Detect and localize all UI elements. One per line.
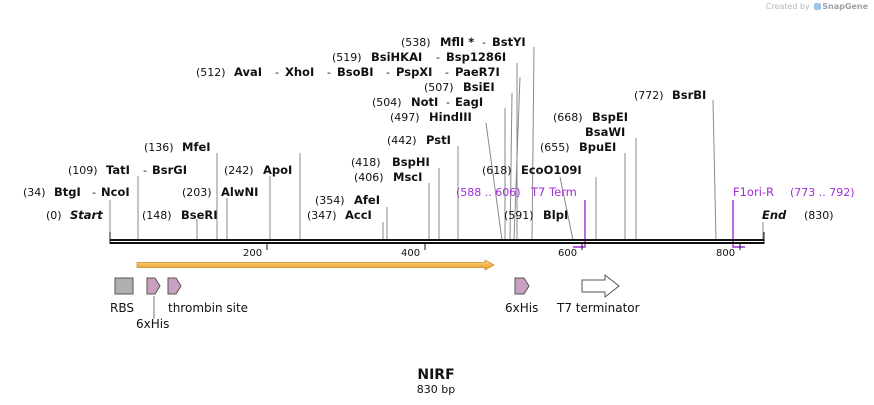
dna-backbone [109,232,765,244]
start-pos: (0) [46,209,62,222]
site-blpi[interactable]: BlpI [543,208,568,222]
site-hindiii[interactable]: HindIII [429,110,472,124]
site-pos-538: (538) [401,36,431,49]
site-pspxi[interactable]: PspXI [396,65,432,79]
cut-site-lines [109,46,764,241]
feature-his2-label: 6xHis [505,301,538,315]
site-pos-109: (109) [68,164,98,177]
site-pos-504: (504) [372,96,402,109]
site-bstyi[interactable]: BstYI [492,35,526,49]
site-eagi[interactable]: EagI [455,95,483,109]
site-labels: (0) (34) BtgI - NcoI (109) TatI - BsrGI … [23,35,706,222]
site-pos-655: (655) [540,141,570,154]
start-label-text: Start [70,208,103,222]
watermark-brand: SnapGene [822,2,868,11]
site-pos-591: (591) [504,209,534,222]
site-msci[interactable]: MscI [393,170,422,184]
primer-f1ori-range: (773 .. 792) [790,186,855,199]
site-pos-354: (354) [315,194,345,207]
site-bpuei[interactable]: BpuEI [579,140,616,154]
site-bsobi[interactable]: BsoBI [337,65,374,79]
map-title: NIRF [417,367,454,383]
svg-text:-: - [143,164,147,177]
site-pos-34: (34) [23,186,46,199]
site-alwni[interactable]: AlwNI [221,185,258,199]
svg-text:-: - [445,66,449,79]
site-pos-507: (507) [424,81,454,94]
site-btgi[interactable]: BtgI [54,185,81,199]
site-psti[interactable]: PstI [426,133,451,147]
site-avai[interactable]: AvaI [234,65,262,79]
feature-rbs-label: RBS [110,301,134,315]
site-bseri[interactable]: BseRI [181,208,218,222]
feature-rbs[interactable]: RBS [110,277,134,315]
site-pos-418: (418) [351,156,381,169]
site-pos-242: (242) [224,164,254,177]
watermark-prefix: Created by [765,2,810,11]
site-bsihkai[interactable]: BsiHKAI [371,50,422,64]
site-paer7i[interactable]: PaeR7I [455,65,500,79]
site-bsawi[interactable]: BsaWI [585,125,625,139]
site-apoi[interactable]: ApoI [263,163,292,177]
ruler: 200 400 600 800 [243,244,741,259]
orf-arrow[interactable] [136,259,495,271]
site-tati[interactable]: TatI [106,163,130,177]
site-pos-519: (519) [332,51,362,64]
snapgene-logo-icon [814,3,822,10]
site-ecoo109i[interactable]: EcoO109I [521,163,582,177]
feature-thrombin-site[interactable]: thrombin site [167,277,248,315]
site-mfli[interactable]: MflI * [440,35,474,49]
site-bspei[interactable]: BspEI [592,110,628,124]
svg-text:-: - [482,36,486,49]
site-pos-347: (347) [307,209,337,222]
tick-400: 400 [401,248,420,259]
site-bsphi[interactable]: BspHI [392,155,430,169]
primer-t7-term[interactable]: (588 .. 606) T7 Term [456,185,586,248]
feature-t7-label: T7 terminator [556,301,640,315]
site-bsp1286i[interactable]: Bsp1286I [446,50,506,64]
tick-800: 800 [716,248,735,259]
site-pos-668: (668) [553,111,583,124]
site-pos-442: (442) [387,134,417,147]
svg-text:-: - [436,51,440,64]
feature-6xhis-2[interactable]: 6xHis [505,277,538,315]
map-length: 830 bp [417,383,455,396]
site-pos-203: (203) [182,186,212,199]
svg-text:-: - [446,96,450,109]
primer-t7-range: (588 .. 606) [456,186,521,199]
primer-t7-name: T7 Term [530,185,577,199]
primer-f1ori-name: F1ori-R [733,185,774,199]
site-afei[interactable]: AfeI [354,193,380,207]
site-noti[interactable]: NotI [411,95,438,109]
feature-thrombin-label: thrombin site [168,301,248,315]
site-pos-618: (618) [482,164,512,177]
feature-6xhis-1[interactable]: 6xHis [136,277,169,331]
feature-his1-label: 6xHis [136,317,169,331]
site-pos-772: (772) [634,89,664,102]
tick-600: 600 [558,248,577,259]
svg-text:-: - [92,186,96,199]
site-bsrgi[interactable]: BsrGI [152,163,187,177]
site-bsiei[interactable]: BsiEI [463,80,495,94]
site-acci[interactable]: AccI [345,208,372,222]
site-mfei[interactable]: MfeI [182,140,211,154]
end-label: End [762,208,787,222]
site-ncoi[interactable]: NcoI [101,185,130,199]
svg-text:-: - [275,66,279,79]
svg-text:-: - [327,66,331,79]
site-pos-406: (406) [354,171,384,184]
svg-text:-: - [386,66,390,79]
site-pos-136: (136) [144,141,174,154]
end-pos: (830) [804,209,834,222]
site-pos-497: (497) [390,111,420,124]
site-pos-148: (148) [142,209,172,222]
primer-f1ori-r[interactable]: F1ori-R (773 .. 792) [732,185,855,248]
site-pos-512: (512) [196,66,226,79]
tick-200: 200 [243,248,262,259]
site-xhoi[interactable]: XhoI [285,65,314,79]
site-bsrbi[interactable]: BsrBI [672,88,706,102]
snapgene-watermark: Created by SnapGene [766,2,868,11]
feature-t7-terminator[interactable]: T7 terminator [556,273,640,315]
